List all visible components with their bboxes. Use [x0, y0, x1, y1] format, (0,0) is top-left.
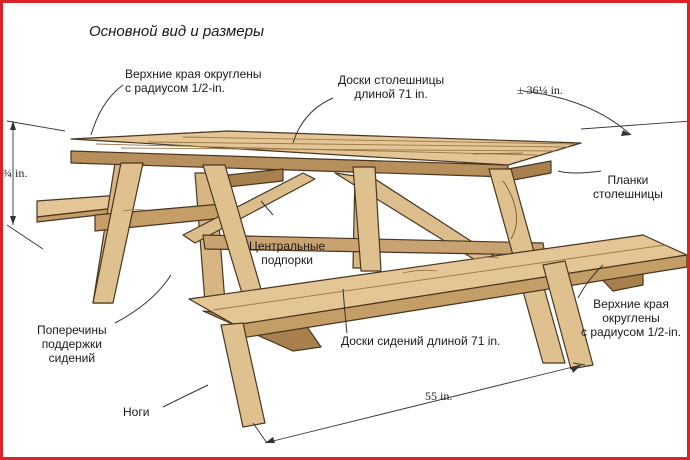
label-top-edges-rounded: Верхние края округлены с радиусом 1/2-in… [125, 67, 262, 95]
label-seat-supports: Поперечины поддержки сидений [37, 323, 107, 365]
label-center-braces: Центральные подпорки [249, 239, 326, 267]
tabletop [70, 130, 582, 166]
dimension-leg-spread: 55 in. [425, 389, 453, 403]
label-seat-boards: Доски сидений длиной 71 in. [341, 334, 501, 348]
front-leg-foreground-right [542, 260, 594, 370]
label-seat-edges-rounded: Верхние края округлены с радиусом 1/2-in… [581, 297, 681, 339]
dimension-height: 29¾ in. [3, 166, 28, 180]
front-right-leg-a [352, 166, 382, 272]
picnic-table-drawing [6, 84, 687, 444]
front-left-leg-a [92, 162, 144, 304]
center-brace-left [182, 172, 316, 244]
tabletop-cleat-right [507, 160, 552, 182]
front-leg-foreground-left [220, 322, 266, 428]
front-seat-board [188, 234, 687, 326]
dimension-top-width: ± 36¼ in. [517, 83, 563, 97]
tabletop-cleat-left [227, 168, 284, 188]
diagram-title: Основной вид и размеры [89, 23, 265, 40]
label-top-boards: Доски столешницы длиной 71 in. [338, 73, 445, 101]
label-top-cleats: Планки столешницы [593, 173, 663, 201]
spread-dimension-line [264, 364, 582, 444]
label-legs: Ноги [123, 405, 150, 419]
width-dimension-line [522, 90, 632, 136]
